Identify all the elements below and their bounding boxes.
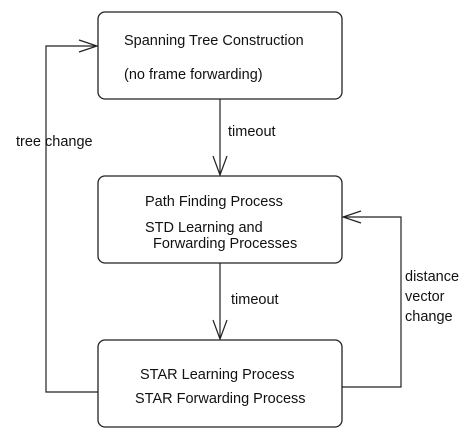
edge-distance-vector-change bbox=[342, 216, 402, 388]
label-change: change bbox=[405, 309, 453, 325]
label-tree-change: tree change bbox=[16, 134, 93, 150]
transition-tree-change: tree change bbox=[16, 39, 99, 393]
transition-timeout-1: timeout bbox=[212, 99, 276, 177]
label-distance: distance bbox=[405, 269, 459, 285]
arrowhead-tree-change bbox=[78, 39, 99, 53]
state-forwarding-processes-label: Forwarding Processes bbox=[153, 236, 297, 252]
transition-timeout-2: timeout bbox=[212, 263, 279, 341]
arrowhead-timeout-1 bbox=[212, 155, 228, 177]
state-spanning-tree-note: (no frame forwarding) bbox=[124, 67, 263, 83]
state-path-finding-title: Path Finding Process bbox=[145, 194, 283, 210]
state-box-star bbox=[97, 339, 343, 428]
arrowhead-distance-vector-change bbox=[341, 210, 362, 224]
state-star-forwarding-label: STAR Forwarding Process bbox=[135, 391, 306, 407]
state-star-learning-label: STAR Learning Process bbox=[140, 367, 294, 383]
arrowhead-timeout-2 bbox=[212, 319, 228, 341]
transition-distance-vector-change: distance vector change bbox=[341, 210, 459, 388]
state-spanning-tree-title: Spanning Tree Construction bbox=[124, 33, 304, 49]
state-path-finding: Path Finding Process STD Learning and Fo… bbox=[97, 175, 343, 264]
label-vector: vector bbox=[405, 289, 445, 305]
edge-tree-change bbox=[45, 45, 98, 393]
state-star: STAR Learning Process STAR Forwarding Pr… bbox=[97, 339, 343, 428]
label-timeout-2: timeout bbox=[231, 292, 279, 308]
state-spanning-tree-construction: Spanning Tree Construction (no frame for… bbox=[97, 11, 343, 100]
state-box-spanning-tree bbox=[97, 11, 343, 100]
state-std-learning-label: STD Learning and bbox=[145, 220, 263, 236]
label-timeout-1: timeout bbox=[228, 124, 276, 140]
